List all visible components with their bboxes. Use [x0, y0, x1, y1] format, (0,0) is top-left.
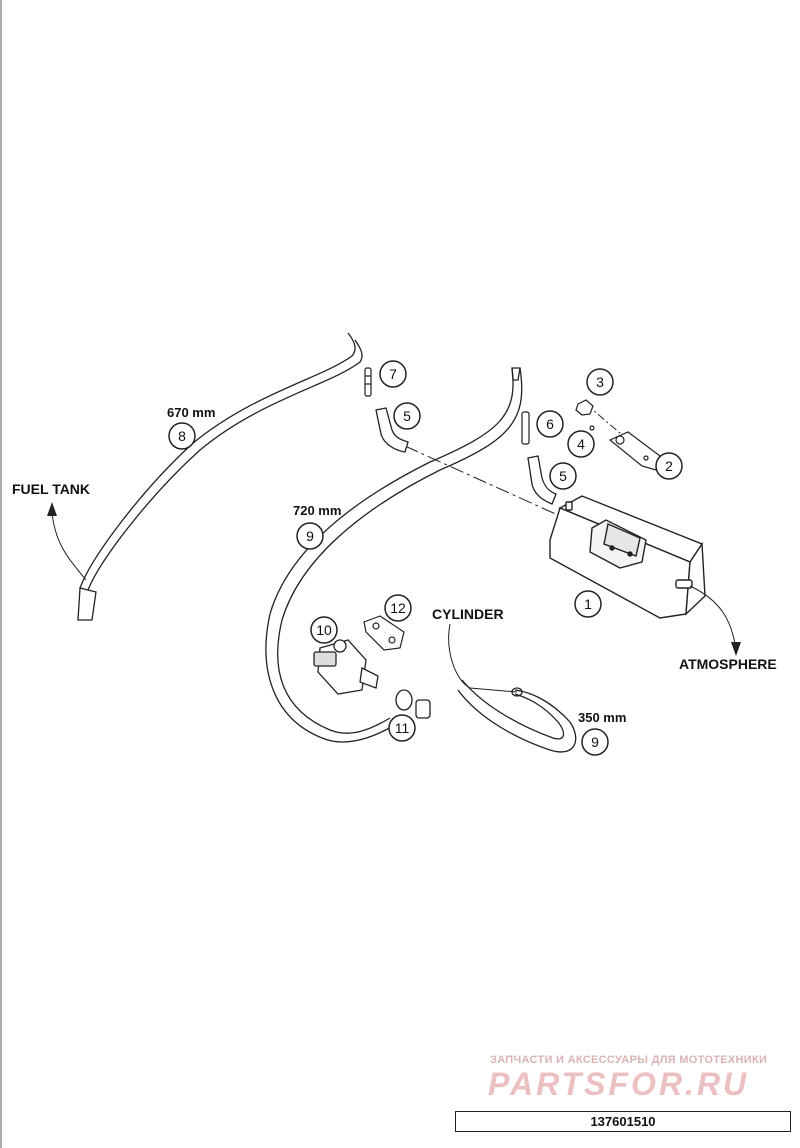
callout-5-upper-text: 5 — [403, 408, 411, 424]
hose-9-long-length: 720 mm — [293, 503, 341, 518]
atmosphere-leader — [689, 585, 737, 651]
callout-11-text: 11 — [395, 720, 410, 736]
assembly-centerline — [404, 445, 561, 517]
callout-7-text: 7 — [389, 366, 397, 382]
hose-9-short — [457, 679, 577, 753]
atmosphere-arrow — [731, 642, 741, 656]
bolt-centerline — [585, 403, 629, 441]
callout-5-lower: 5 — [549, 462, 577, 490]
hose-9-long — [265, 367, 523, 743]
fuel-tank-leader — [51, 511, 87, 581]
callout-12: 12 — [384, 594, 412, 622]
callout-5-upper: 5 — [393, 402, 421, 430]
callout-4: 4 — [567, 430, 595, 458]
callout-6: 6 — [536, 410, 564, 438]
callout-9-long-text: 9 — [306, 528, 314, 544]
bolt-4 — [589, 425, 595, 431]
bracket-12 — [363, 615, 405, 651]
callout-1-text: 1 — [584, 596, 592, 612]
atmosphere-label: ATMOSPHERE — [679, 656, 777, 672]
callout-4-text: 4 — [577, 436, 585, 452]
callout-8-text: 8 — [178, 428, 186, 444]
canister-1 — [549, 495, 706, 619]
callout-6-text: 6 — [546, 416, 554, 432]
hose-9-short-length: 350 mm — [578, 710, 626, 725]
fuel-tank-label: FUEL TANK — [12, 481, 90, 497]
callout-9-short: 9 — [581, 728, 609, 756]
nut-3 — [575, 399, 594, 416]
bracket-2 — [608, 431, 661, 471]
callout-3-text: 3 — [596, 374, 604, 390]
callout-8: 8 — [168, 422, 196, 450]
elbow-5-upper — [375, 407, 409, 453]
part-number: 137601510 — [590, 1114, 656, 1129]
callout-2-text: 2 — [665, 458, 673, 474]
callout-9-long: 9 — [296, 522, 324, 550]
callout-1: 1 — [574, 590, 602, 618]
cylinder-label: CYLINDER — [432, 606, 504, 622]
hose-8 — [77, 332, 363, 621]
callout-11: 11 — [388, 714, 416, 742]
clamp-11 — [395, 689, 431, 719]
watermark-tagline: ЗАПЧАСТИ И АКСЕССУАРЫ ДЛЯ МОТОТЕХНИКИ — [490, 1054, 768, 1066]
callout-3: 3 — [586, 368, 614, 396]
callout-12-text: 12 — [390, 600, 406, 616]
callout-5-lower-text: 5 — [559, 468, 567, 484]
callout-9-short-text: 9 — [591, 734, 599, 750]
callout-2: 2 — [655, 452, 683, 480]
callout-10-text: 10 — [316, 622, 332, 638]
cylinder-leader — [448, 623, 518, 693]
elbow-5-lower — [527, 455, 557, 505]
hose-8-length: 670 mm — [167, 405, 215, 420]
fuel-tank-arrow — [47, 502, 57, 516]
valve-10 — [313, 639, 379, 695]
callout-10: 10 — [310, 616, 338, 644]
fitting-7 — [364, 367, 372, 397]
fitting-6 — [521, 411, 530, 445]
watermark-logo: PARTSFOR.RU — [488, 1066, 750, 1102]
callout-7: 7 — [379, 360, 407, 388]
part-number-box: 137601510 — [455, 1111, 791, 1132]
